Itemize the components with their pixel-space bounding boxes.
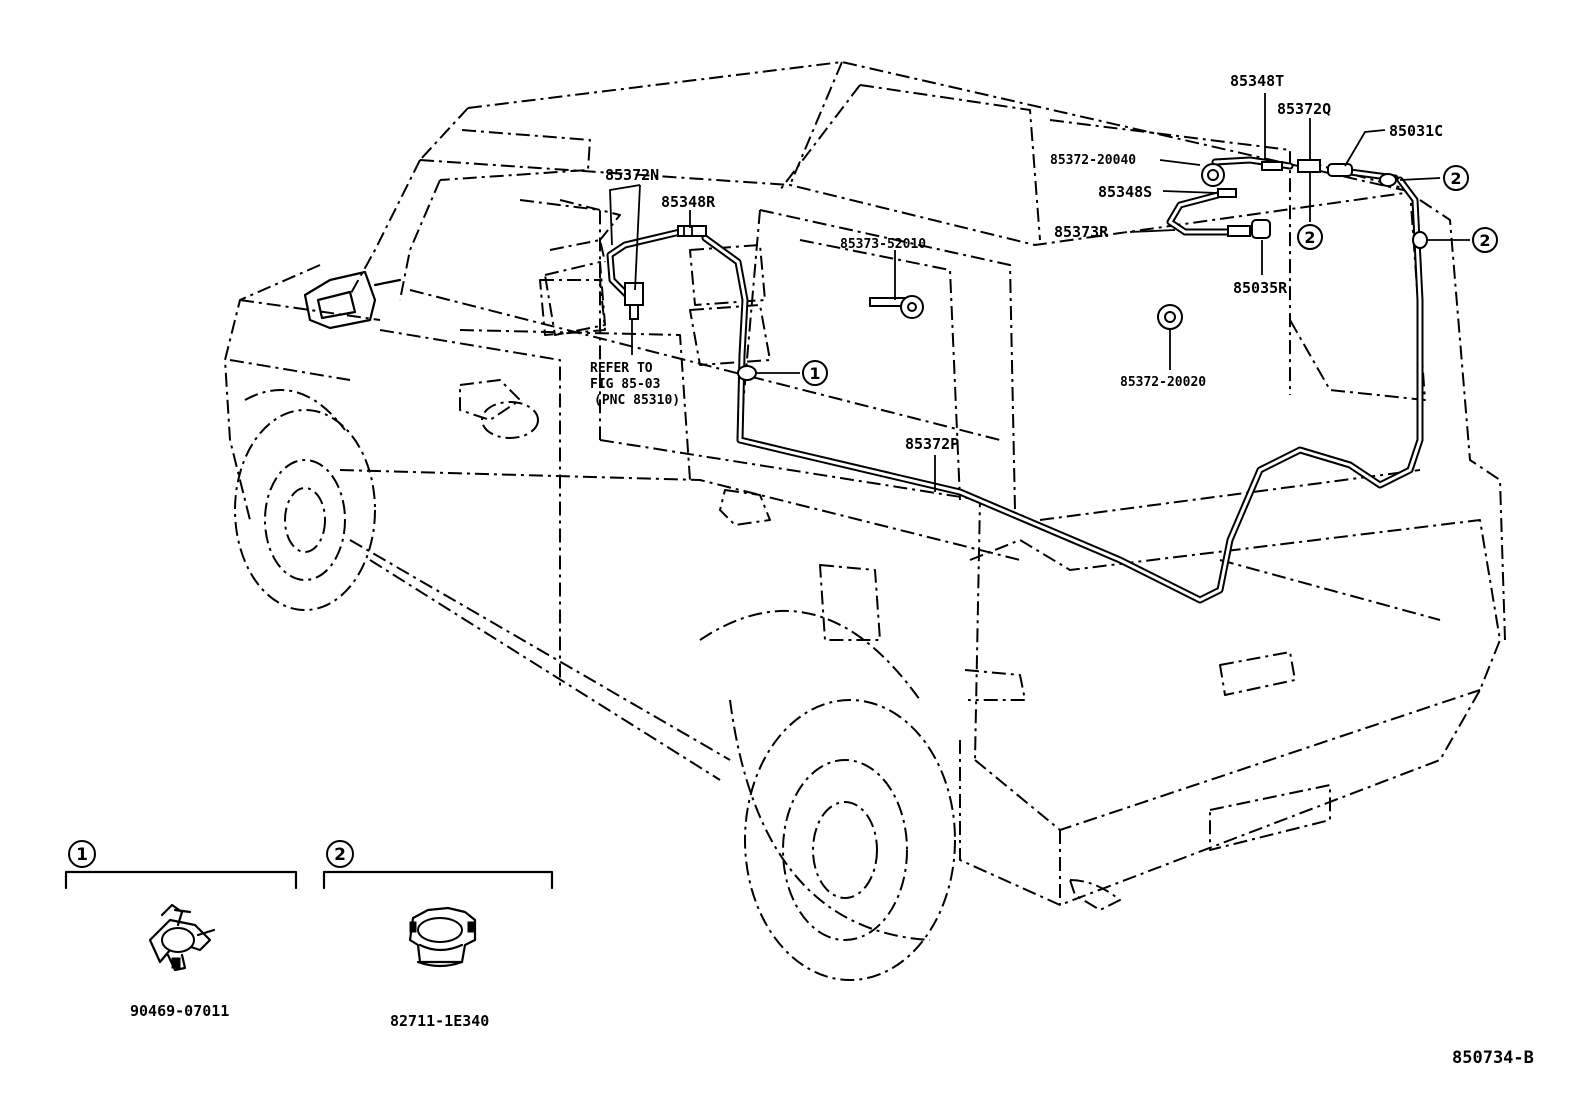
label-90469-07011: 90469-07011 [130,1002,229,1020]
rear-components [737,159,1428,381]
reference-note-line1: REFER TO [590,361,653,376]
detail-1-clamp: 1 90469-07011 [64,840,298,1020]
callout-2: 2 [1472,227,1498,253]
svg-text:1: 1 [809,364,820,383]
label-85372P: 85372P [905,435,959,453]
label-85373R: 85373R [1054,223,1109,241]
reference-note-line3: (PNC 85310) [594,393,680,408]
washer-tank [544,199,621,336]
part-labels: 85372N 85348R 85373-52010 85372P 85348T … [590,72,1443,453]
reference-note-line2: FIG 85-03 [590,377,660,392]
callout-2: 2 [1443,165,1469,191]
detail-1-number: 1 [76,845,88,865]
clamp-90469-07011-icon [148,903,216,972]
label-85372N: 85372N [605,166,659,184]
label-85373-52010: 85373-52010 [840,237,926,252]
label-85348R: 85348R [661,193,716,211]
label-85348S: 85348S [1098,183,1152,201]
side-mirror [303,270,402,330]
label-85372-20020: 85372-20020 [1120,375,1206,390]
svg-text:2: 2 [1304,228,1315,247]
label-85348T: 85348T [1230,72,1284,90]
label-82711-1E340: 82711-1E340 [390,1012,489,1030]
washer-hose-route [606,156,1424,604]
clamp-2-marker-icon [1379,173,1397,187]
detail-2-number: 2 [334,845,346,865]
clamp-2-marker-icon [1412,231,1428,249]
joint-85348S-icon [1217,188,1237,198]
label-85035R: 85035R [1233,279,1288,297]
leader-lines [609,93,1470,492]
nozzle-connector-icon [1227,225,1251,237]
label-85372-20040: 85372-20040 [1050,153,1136,168]
callout-1: 1 [802,360,828,386]
joint-85348T-icon [1261,161,1283,171]
washer-pump-85372N-area [624,225,707,320]
callout-2: 2 [1297,224,1323,250]
washer-pump-icon [624,282,644,306]
check-valve-85031C-icon [1327,163,1353,177]
clip-82711-1E340-icon [408,906,477,968]
label-85031C: 85031C [1389,122,1443,140]
label-85372Q: 85372Q [1277,100,1331,118]
svg-text:2: 2 [1450,169,1461,188]
detail-2-clip: 2 82711-1E340 [322,840,554,1030]
clamp-1-marker-icon [737,365,757,381]
svg-text:2: 2 [1479,231,1490,250]
vehicle-body-outline [224,61,1506,981]
callout-circles: 1 2 2 2 [802,165,1498,386]
diagram-code: 850734-B [1452,1048,1534,1068]
nozzle-85035R-icon [1251,219,1271,239]
tee-85372Q-icon [1297,159,1321,173]
